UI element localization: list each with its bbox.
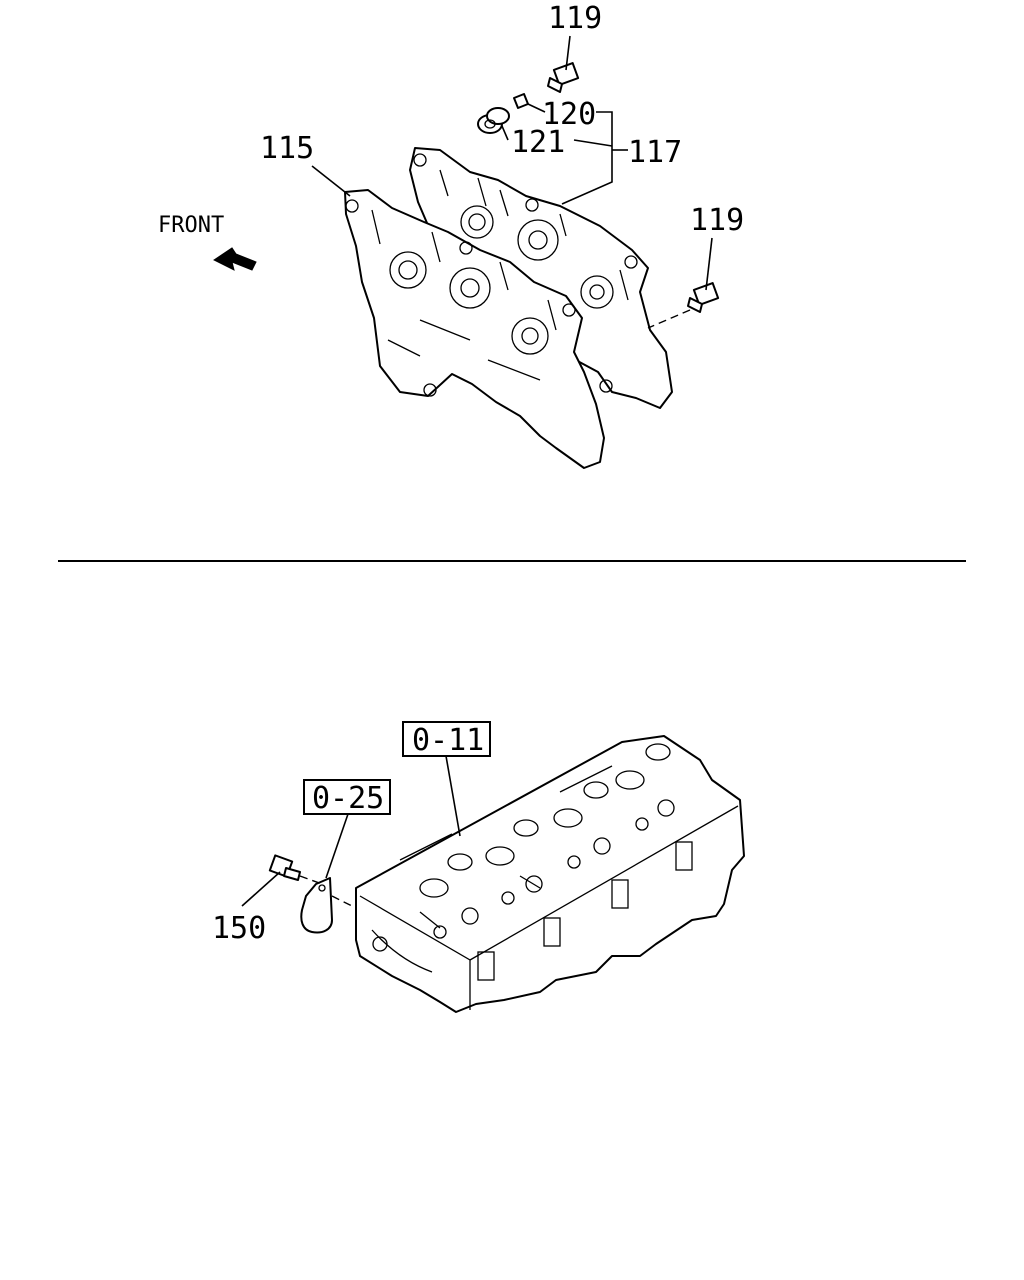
ref-box-0-25 (303, 779, 391, 815)
label-120: 120 (542, 97, 596, 132)
label-119-right: 119 (690, 203, 744, 238)
ref-0-25: 0-25 (312, 781, 384, 816)
bolt-119-top (547, 62, 580, 93)
ref-0-11: 0-11 (412, 723, 484, 758)
label-150: 150 (212, 911, 266, 946)
cylinder-head (355, 735, 745, 1013)
gasket-115 (344, 189, 605, 469)
bracket-0-25 (300, 877, 333, 934)
label-115: 115 (260, 131, 314, 166)
plug-120 (513, 93, 529, 109)
top-section: 119 120 121 117 115 119 FRONT (158, 1, 744, 469)
front-label: FRONT (158, 213, 224, 238)
bottom-section: 0-11 0-25 150 (212, 721, 745, 1013)
label-117: 117 (628, 135, 682, 170)
cylinder-head-details (371, 743, 693, 981)
plug-121 (477, 107, 510, 134)
label-119-top: 119 (548, 1, 602, 36)
front-arrow-icon (213, 247, 257, 271)
label-121: 121 (511, 125, 565, 160)
bolt-119-right (687, 282, 720, 313)
